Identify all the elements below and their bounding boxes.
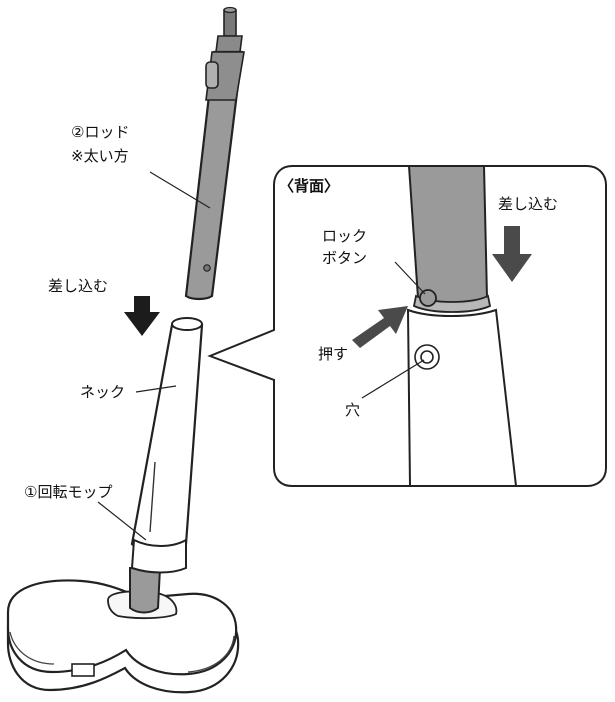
mop-rim-line-right <box>187 635 235 673</box>
mop-stem <box>129 567 162 614</box>
hole-leader <box>361 359 425 399</box>
hole-label: 穴 <box>345 401 361 419</box>
rod-label-name: ②ロッド <box>71 123 130 141</box>
zoomed-neck <box>406 308 518 487</box>
mop-leader <box>97 501 147 541</box>
zoomed-neck-body <box>406 308 518 487</box>
rotary-mop-base <box>6 579 240 694</box>
push-label: 押す <box>318 345 349 363</box>
rod-part <box>184 6 245 301</box>
zoomed-rod-shaft <box>407 165 489 305</box>
rod-lock-knob <box>203 264 211 272</box>
rod-tip-collar <box>215 35 243 53</box>
lock-leader <box>394 261 426 295</box>
neck-label: ネック <box>80 383 126 401</box>
neck-leader <box>135 385 177 393</box>
arrow-down-right-icon <box>492 226 532 282</box>
lock-button-label-line2: ボタン <box>322 249 368 267</box>
neck-opening <box>171 317 203 331</box>
zoomed-rod-ring <box>412 294 492 313</box>
rod-leader <box>149 171 211 209</box>
lock-button-icon <box>419 289 437 307</box>
arrow-down-icon <box>124 296 160 336</box>
rod-clip <box>205 61 219 89</box>
rod-tip <box>223 9 237 37</box>
insert-label-left: 差し込む <box>48 277 109 295</box>
neck-highlight <box>149 461 156 533</box>
mop-label: ①回転モップ <box>24 483 113 501</box>
neck-collar <box>130 538 187 574</box>
rod-tip-cap <box>223 6 237 14</box>
neck-body <box>130 323 204 555</box>
arrow-upright-icon <box>352 306 408 348</box>
mop-foot <box>71 663 95 677</box>
zoomed-rod <box>407 165 492 313</box>
lock-button-label-line1: ロック <box>322 227 368 245</box>
mop-rim-line <box>9 631 55 665</box>
mop-pad-upper <box>6 579 238 676</box>
rod-label-note: ※太い方 <box>71 147 129 165</box>
back-view-title: 〈背面〉 <box>279 177 340 195</box>
rod-shaft <box>184 50 244 301</box>
insert-label-right: 差し込む <box>498 195 559 213</box>
neck-part <box>130 317 204 574</box>
